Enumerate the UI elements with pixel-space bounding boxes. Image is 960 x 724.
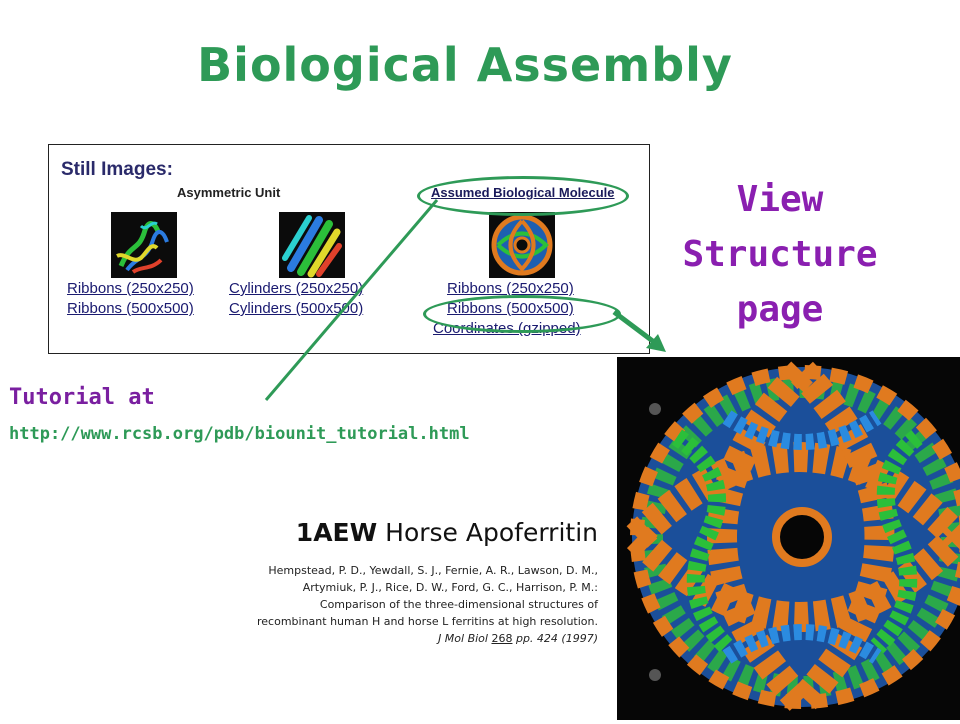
citation-line: Hempstead, P. D., Yewdall, S. J., Fernie…: [268, 564, 598, 577]
connector-arrow-structure: [612, 310, 656, 344]
citation: Hempstead, P. D., Yewdall, S. J., Fernie…: [200, 562, 598, 647]
view-structure-line: View: [736, 179, 824, 220]
ribbons-250-link[interactable]: Ribbons (250x250): [67, 280, 194, 297]
cylinders-thumbnail[interactable]: [279, 212, 345, 278]
still-images-heading: Still Images:: [61, 159, 173, 180]
view-structure-page-label: View Structure page: [680, 172, 880, 337]
citation-journal: J Mol Biol: [438, 632, 488, 645]
citation-volume: 268: [491, 632, 513, 645]
biological-molecule-thumbnail[interactable]: [489, 212, 555, 278]
citation-journal-line: J Mol Biol 268 pp. 424 (1997): [200, 630, 598, 647]
view-structure-line: page: [736, 289, 824, 330]
ribbons-thumbnail[interactable]: [111, 212, 177, 278]
citation-line: recombinant human H and horse L ferritin…: [257, 615, 598, 628]
cylinders-250-link[interactable]: Cylinders (250x250): [229, 280, 364, 297]
citation-line: Comparison of the three-dimensional stru…: [319, 598, 598, 611]
tutorial-label: Tutorial at: [9, 385, 155, 410]
apoferritin-structure-image: [617, 357, 960, 724]
protein-title: 1AEW Horse Apoferritin: [214, 518, 598, 547]
slide-title: Biological Assembly: [197, 38, 733, 92]
tutorial-url-link[interactable]: http://www.rcsb.org/pdb/biounit_tutorial…: [9, 424, 470, 444]
bio-ribbons-250-link[interactable]: Ribbons (250x250): [447, 280, 574, 297]
connector-line-tutorial: [264, 199, 439, 401]
still-images-panel: Still Images: Asymmetric Unit Assumed Bi…: [48, 144, 650, 354]
pdb-id: 1AEW: [295, 518, 378, 547]
view-structure-line: Structure: [682, 234, 878, 275]
arrowhead-icon: [646, 334, 666, 352]
asymmetric-unit-heading: Asymmetric Unit: [177, 185, 281, 200]
cylinders-500-link[interactable]: Cylinders (500x500): [229, 300, 364, 317]
ribbons-500-link[interactable]: Ribbons (500x500): [67, 300, 194, 317]
citation-pages: pp. 424 (1997): [515, 632, 598, 645]
citation-line: Artymiuk, P. J., Rice, D. W., Ford, G. C…: [302, 581, 598, 594]
protein-name: Horse Apoferritin: [385, 518, 598, 547]
highlight-ellipse-bio-heading: [417, 176, 629, 216]
